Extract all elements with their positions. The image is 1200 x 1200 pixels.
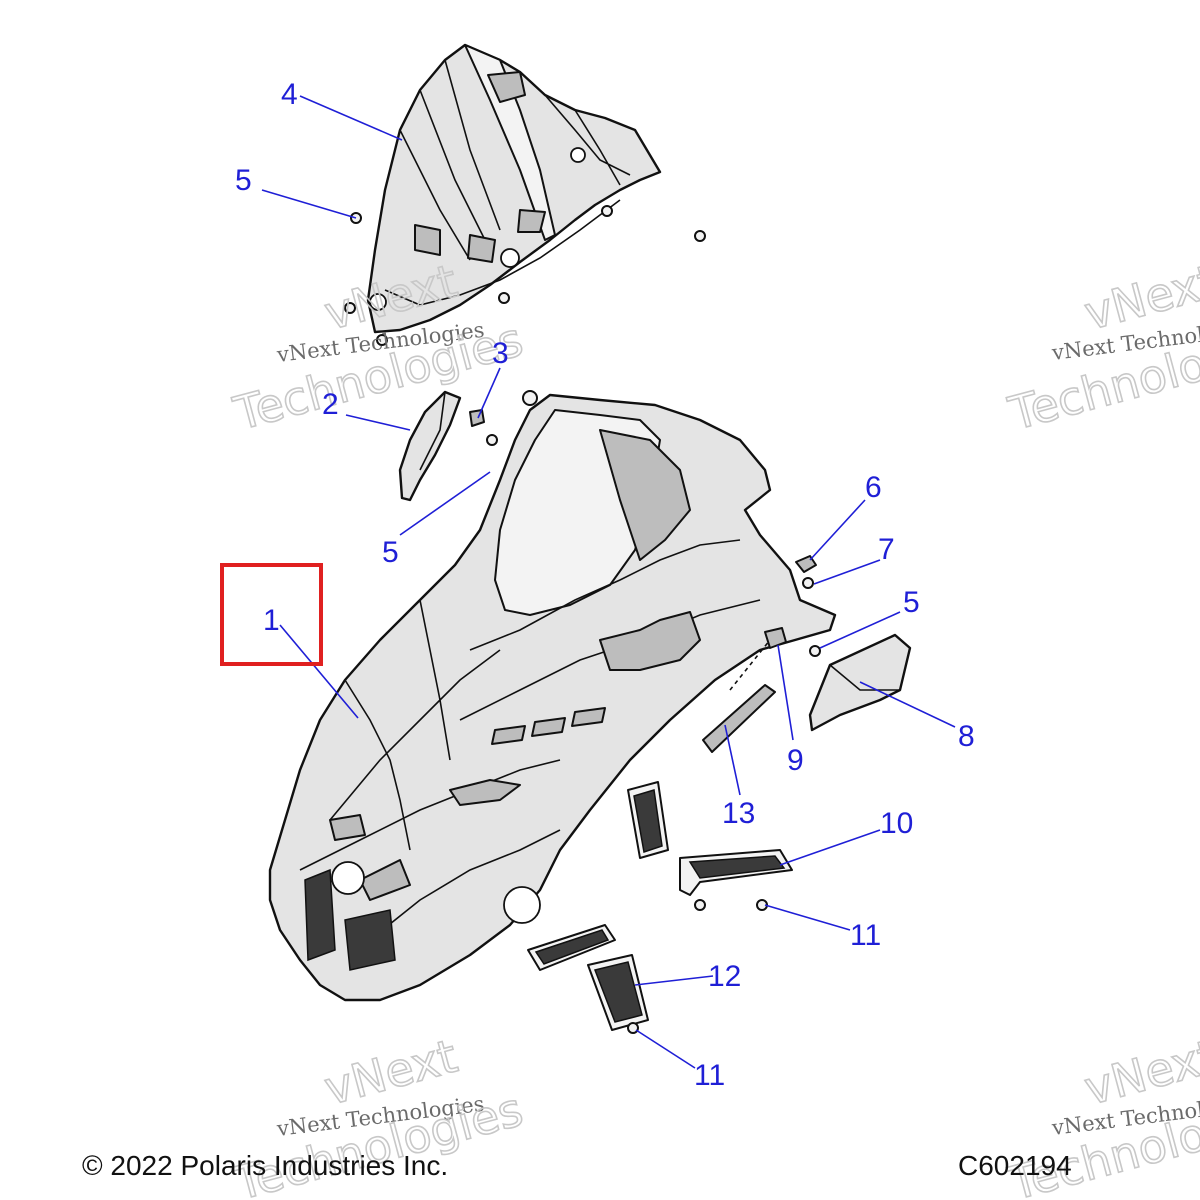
callout-10: 10: [880, 807, 913, 840]
callout-1: 1: [263, 604, 280, 637]
callout-5-hood: 5: [382, 536, 399, 569]
callout-3: 3: [492, 337, 509, 370]
callout-6: 6: [865, 471, 882, 504]
mounting-bracket[interactable]: [764, 627, 787, 649]
hood-assembly[interactable]: [268, 393, 837, 1002]
callout-12: 12: [708, 960, 741, 993]
grille-insert-right[interactable]: [627, 781, 793, 911]
callout-9: 9: [787, 744, 804, 777]
callout-5-panel: 5: [903, 586, 920, 619]
callout-2: 2: [322, 388, 339, 421]
watermark-top-right: vNext Technologies vNext Technologies: [1002, 253, 1200, 442]
decal-strip[interactable]: [702, 639, 776, 753]
callout-11-lower: 11: [694, 1059, 725, 1092]
highlight-box-part-1: [220, 563, 323, 666]
callout-13: 13: [722, 797, 755, 830]
callout-numbers: 1 2 3 4 5 5 5 6 7 8 9 10 11 11 12 13: [235, 78, 975, 1092]
callout-11-upper: 11: [850, 919, 881, 952]
side-trim-panel[interactable]: [398, 390, 462, 502]
leader-lines: [261, 95, 956, 1069]
diagram-code: C602194: [958, 1150, 1072, 1181]
grille-insert-left[interactable]: [527, 924, 649, 1034]
callout-5-windshield: 5: [235, 164, 252, 197]
callout-4: 4: [281, 78, 298, 111]
callout-7: 7: [878, 533, 895, 566]
copyright-text: © 2022 Polaris Industries Inc.: [82, 1150, 449, 1181]
callout-8: 8: [958, 720, 975, 753]
windshield-assembly[interactable]: [344, 43, 706, 346]
retainer-clip[interactable]: [469, 390, 538, 446]
